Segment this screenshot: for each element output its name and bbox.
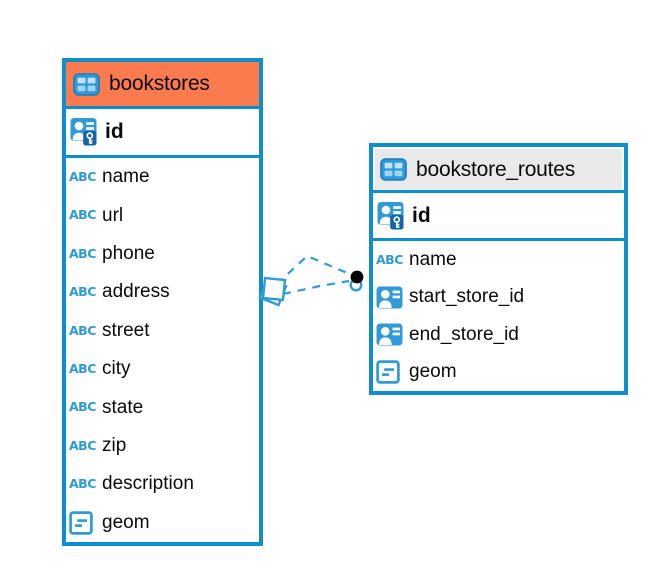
- column-list: ABC name start_store_id end_store_id ge: [373, 241, 624, 391]
- geometry-type-icon: [69, 511, 97, 535]
- column-name: name: [102, 166, 150, 188]
- column-row[interactable]: ABC phone: [66, 235, 259, 273]
- text-type-icon: ABC: [69, 322, 96, 338]
- person-icon: [376, 323, 404, 346]
- column-name: id: [105, 120, 124, 143]
- relationship-source-marker[interactable]: [258, 276, 288, 307]
- column-row[interactable]: ABC name: [66, 158, 259, 196]
- text-type-icon: ABC: [69, 245, 96, 261]
- relationship-line-start-store[interactable]: [276, 254, 353, 285]
- column-name: geom: [102, 511, 150, 533]
- column-row[interactable]: ABC city: [66, 350, 259, 388]
- geometry-type-icon: [376, 360, 404, 384]
- column-row[interactable]: ABC url: [66, 196, 259, 234]
- column-row[interactable]: start_store_id: [373, 279, 624, 317]
- text-type-icon: ABC: [69, 437, 96, 453]
- table-title: bookstore_routes: [416, 157, 576, 181]
- column-name: name: [409, 248, 457, 270]
- column-row[interactable]: geom: [373, 354, 624, 392]
- table-icon: [73, 72, 100, 96]
- relationship-line-end-store[interactable]: [282, 279, 350, 296]
- text-type-icon: ABC: [69, 476, 96, 492]
- column-name: description: [102, 473, 194, 495]
- entity-table-bookstores[interactable]: bookstores id ABC name ABC url ABC phone: [62, 58, 263, 546]
- person-icon: [376, 286, 404, 309]
- column-name: start_store_id: [409, 286, 525, 308]
- primary-key-row[interactable]: id: [66, 109, 259, 155]
- text-type-icon: ABC: [69, 360, 96, 376]
- header-divider: [66, 106, 259, 109]
- column-row[interactable]: ABC zip: [66, 427, 259, 465]
- column-name: zip: [102, 435, 127, 457]
- table-header-bookstore-routes[interactable]: bookstore_routes: [375, 149, 622, 190]
- primary-key-row[interactable]: id: [373, 193, 624, 238]
- text-type-icon: ABC: [69, 399, 96, 415]
- table-header-bookstores[interactable]: bookstores: [66, 62, 259, 106]
- column-name: end_store_id: [409, 323, 519, 345]
- column-name: street: [102, 319, 150, 341]
- text-type-icon: ABC: [376, 251, 403, 267]
- pk-divider: [66, 155, 259, 158]
- person-key-icon: [70, 117, 98, 147]
- column-row[interactable]: ABC description: [66, 465, 259, 503]
- column-name: city: [102, 358, 131, 380]
- table-title: bookstores: [109, 72, 210, 95]
- column-row[interactable]: ABC street: [66, 312, 259, 350]
- table-icon: [380, 158, 407, 181]
- column-row[interactable]: ABC state: [66, 388, 259, 426]
- text-type-icon: ABC: [69, 207, 96, 223]
- column-name: phone: [102, 243, 155, 265]
- relationship-target-marker[interactable]: [349, 270, 364, 292]
- column-name: geom: [409, 361, 457, 383]
- column-name: address: [102, 281, 170, 303]
- person-key-icon: [377, 200, 405, 231]
- column-row[interactable]: end_store_id: [373, 316, 624, 354]
- header-divider: [373, 190, 624, 193]
- column-name: id: [412, 203, 431, 227]
- column-row[interactable]: geom: [66, 504, 259, 542]
- column-name: state: [102, 396, 144, 418]
- pk-divider: [373, 238, 624, 241]
- column-row[interactable]: ABC name: [373, 241, 624, 279]
- entity-table-bookstore-routes[interactable]: bookstore_routes id ABC name start_store…: [369, 143, 628, 395]
- column-row[interactable]: ABC address: [66, 273, 259, 311]
- text-type-icon: ABC: [69, 284, 96, 300]
- column-list: ABC name ABC url ABC phone ABC address A…: [66, 158, 259, 542]
- column-name: url: [102, 204, 124, 226]
- text-type-icon: ABC: [69, 168, 96, 184]
